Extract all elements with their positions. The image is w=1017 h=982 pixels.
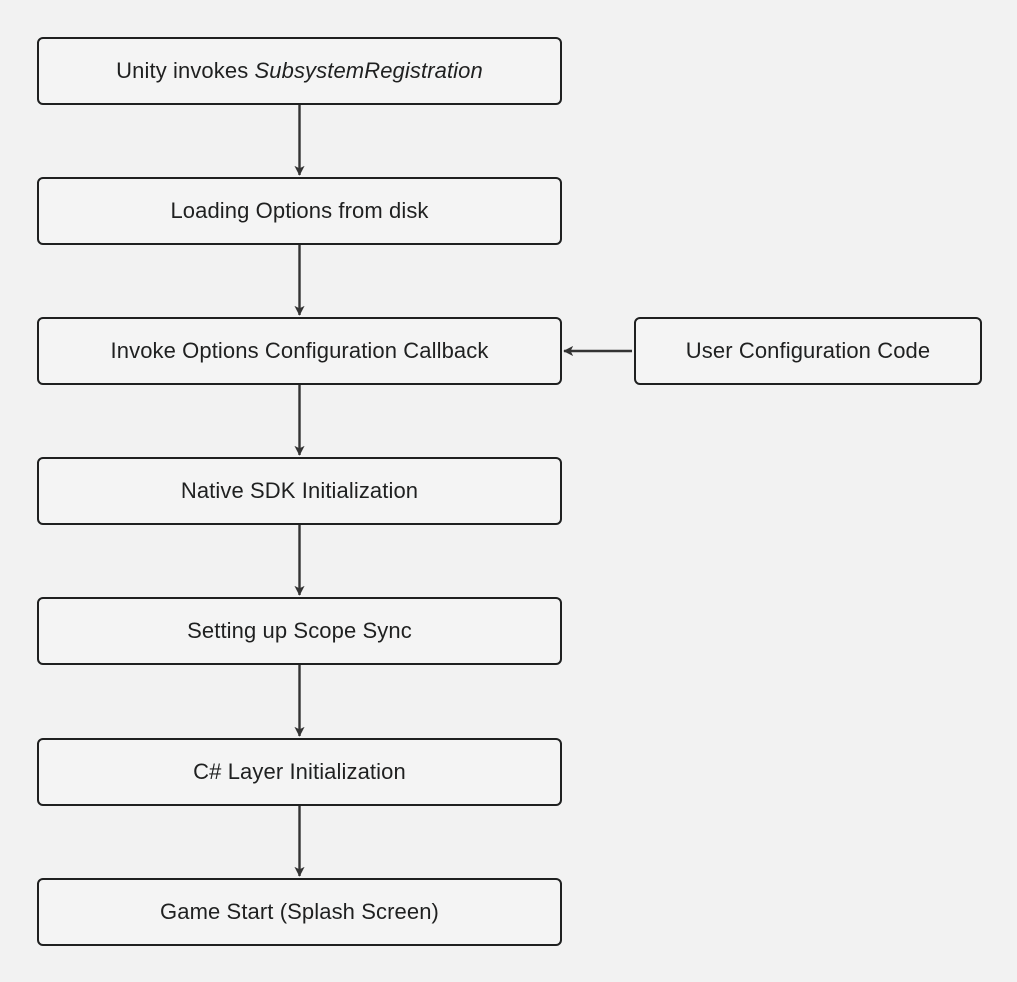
node-invoke-options-callback[interactable]: Invoke Options Configuration Callback <box>37 317 562 385</box>
node-label-csharp-layer-init: C# Layer Initialization <box>193 758 406 784</box>
node-native-sdk-init[interactable]: Native SDK Initialization <box>37 457 562 525</box>
node-label-prefix: Unity invokes <box>116 57 255 83</box>
node-label-native-sdk-init: Native SDK Initialization <box>180 477 419 503</box>
node-scope-sync[interactable]: Setting up Scope Sync <box>37 597 562 665</box>
node-label-emphasis: SubsystemRegistration <box>254 57 483 83</box>
node-label-loading-options: Loading Options from disk <box>170 197 429 223</box>
node-label-invoke-options-callback: Invoke Options Configuration Callback <box>110 337 489 363</box>
node-label-user-configuration-code: User Configuration Code <box>685 337 931 363</box>
node-loading-options[interactable]: Loading Options from disk <box>37 177 562 245</box>
node-csharp-layer-init[interactable]: C# Layer Initialization <box>37 738 562 806</box>
node-label-game-start: Game Start (Splash Screen) <box>160 898 439 924</box>
node-game-start[interactable]: Game Start (Splash Screen) <box>37 878 562 946</box>
node-label-scope-sync: Setting up Scope Sync <box>187 617 412 643</box>
node-user-configuration-code[interactable]: User Configuration Code <box>634 317 982 385</box>
node-subsystem-registration[interactable]: Unity invokes SubsystemRegistration <box>37 37 562 105</box>
node-label-subsystem-registration: Unity invokes SubsystemRegistration <box>116 58 483 84</box>
